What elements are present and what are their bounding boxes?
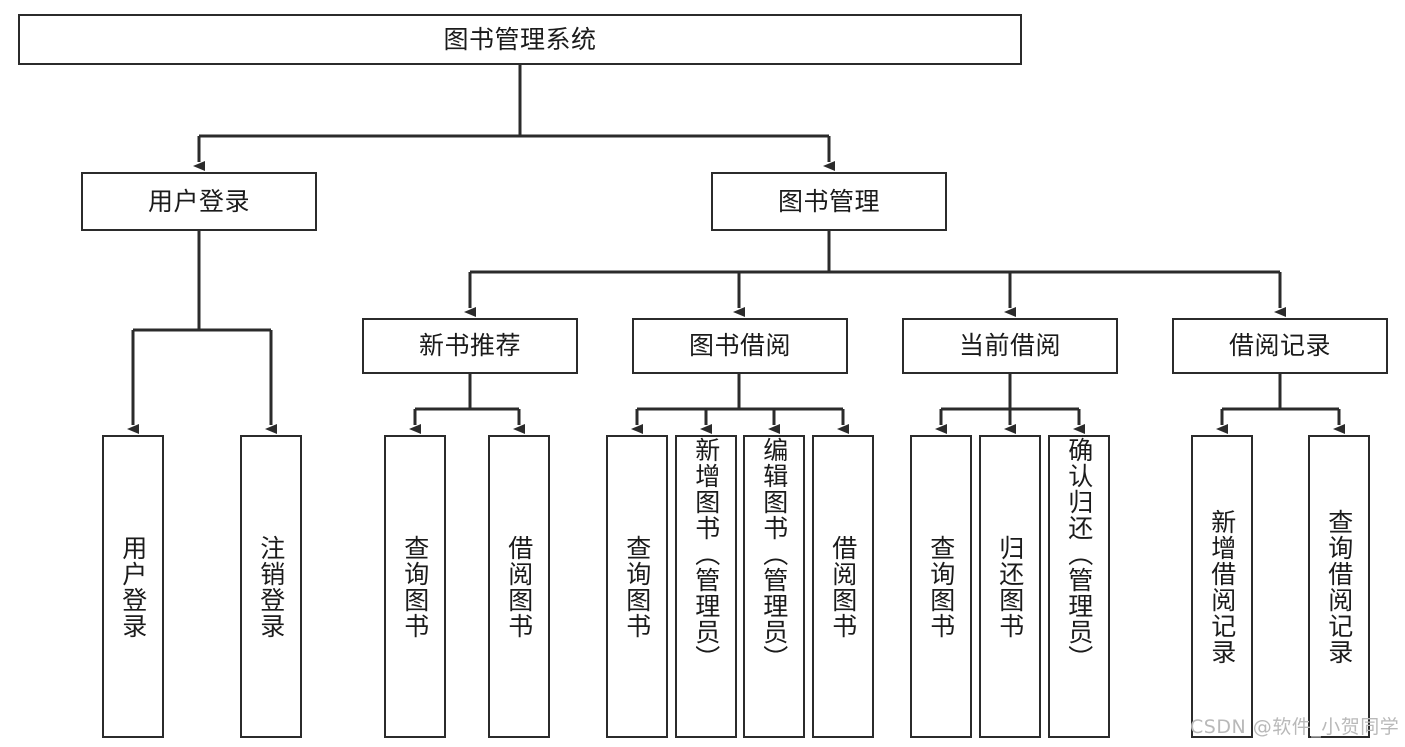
- node-book-management[interactable]: 图书管理: [711, 172, 947, 231]
- leaf-query-book-borrow[interactable]: 查询图书: [606, 435, 668, 738]
- leaf-add-borrow-record[interactable]: 新增借阅记录: [1191, 435, 1253, 738]
- node-label: 用户登录: [118, 534, 148, 639]
- node-label: 新增图书（管理员）: [691, 437, 721, 671]
- node-label: 图书管理系统: [443, 24, 597, 54]
- leaf-confirm-return-admin[interactable]: 确认归还（管理员）: [1048, 435, 1110, 738]
- node-label: 查询图书: [622, 534, 652, 639]
- node-label: 借阅记录: [1228, 331, 1331, 361]
- node-borrowing-records[interactable]: 借阅记录: [1172, 318, 1388, 374]
- leaf-query-book-current[interactable]: 查询图书: [910, 435, 972, 738]
- leaf-edit-book-admin[interactable]: 编辑图书（管理员）: [743, 435, 805, 738]
- node-label: 用户登录: [147, 186, 250, 216]
- leaf-borrow-book[interactable]: 借阅图书: [812, 435, 874, 738]
- leaf-borrow-book-recommend[interactable]: 借阅图书: [488, 435, 550, 738]
- node-label: 注销登录: [256, 534, 286, 639]
- node-new-book-recommendation[interactable]: 新书推荐: [362, 318, 578, 374]
- node-label: 查询图书: [926, 534, 956, 639]
- node-label: 借阅图书: [828, 534, 858, 639]
- node-label: 编辑图书（管理员）: [759, 437, 789, 671]
- node-label: 图书借阅: [688, 331, 791, 361]
- leaf-query-borrow-record[interactable]: 查询借阅记录: [1308, 435, 1370, 738]
- node-label: 新增借阅记录: [1207, 508, 1237, 665]
- node-current-borrowing[interactable]: 当前借阅: [902, 318, 1118, 374]
- node-book-borrowing[interactable]: 图书借阅: [632, 318, 848, 374]
- node-root-book-management-system[interactable]: 图书管理系统: [18, 14, 1022, 65]
- node-label: 查询借阅记录: [1324, 508, 1354, 665]
- node-label: 借阅图书: [504, 534, 534, 639]
- node-label: 图书管理: [777, 186, 880, 216]
- leaf-logout[interactable]: 注销登录: [240, 435, 302, 738]
- node-label: 查询图书: [400, 534, 430, 639]
- node-label: 归还图书: [995, 534, 1025, 639]
- leaf-query-book-recommend[interactable]: 查询图书: [384, 435, 446, 738]
- leaf-add-book-admin[interactable]: 新增图书（管理员）: [675, 435, 737, 738]
- node-user-login[interactable]: 用户登录: [81, 172, 317, 231]
- leaf-user-login[interactable]: 用户登录: [102, 435, 164, 738]
- node-label: 当前借阅: [958, 331, 1061, 361]
- leaf-return-book[interactable]: 归还图书: [979, 435, 1041, 738]
- node-label: 确认归还（管理员）: [1064, 437, 1094, 671]
- node-label: 新书推荐: [418, 331, 521, 361]
